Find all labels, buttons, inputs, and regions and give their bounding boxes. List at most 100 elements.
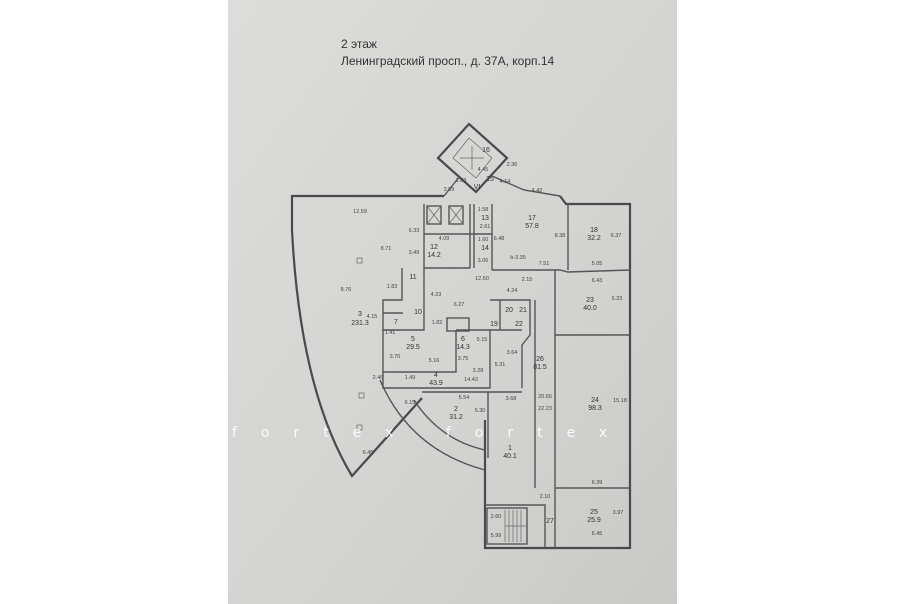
svg-text:2.10: 2.10 <box>540 494 551 500</box>
svg-text:12.59: 12.59 <box>353 209 367 215</box>
svg-text:8.76: 8.76 <box>341 287 352 293</box>
column <box>356 257 363 264</box>
svg-text:81.5: 81.5 <box>533 364 547 371</box>
svg-text:12: 12 <box>430 244 438 251</box>
svg-text:6.37: 6.37 <box>611 233 622 239</box>
svg-text:4: 4 <box>434 372 438 379</box>
svg-text:2.15: 2.15 <box>522 277 533 283</box>
svg-text:1.49: 1.49 <box>405 375 416 381</box>
svg-text:6: 6 <box>461 336 465 343</box>
room-VI: VI <box>474 184 481 191</box>
svg-text:14.43: 14.43 <box>464 377 478 383</box>
room-11: 11 <box>409 274 416 281</box>
column <box>358 392 365 399</box>
svg-text:14.2: 14.2 <box>427 252 441 259</box>
svg-text:6.33: 6.33 <box>409 228 420 234</box>
floor-label: 2 этаж <box>341 37 377 51</box>
svg-text:5.31: 5.31 <box>495 362 506 368</box>
svg-text:31.2: 31.2 <box>449 414 463 421</box>
room-1: 140.1 <box>503 445 517 460</box>
svg-text:6.45: 6.45 <box>363 450 374 456</box>
svg-text:1.58: 1.58 <box>478 207 489 213</box>
svg-text:1.82: 1.82 <box>432 320 443 326</box>
svg-text:6.15: 6.15 <box>405 400 416 406</box>
svg-text:43.9: 43.9 <box>429 380 443 387</box>
svg-text:5.30: 5.30 <box>475 408 486 414</box>
svg-text:4.09: 4.09 <box>439 236 450 242</box>
svg-text:5.99: 5.99 <box>491 533 502 539</box>
svg-text:15.18: 15.18 <box>613 398 627 404</box>
svg-text:3.59: 3.59 <box>444 187 455 193</box>
svg-text:11: 11 <box>409 274 416 281</box>
svg-text:1: 1 <box>508 445 512 452</box>
svg-text:25: 25 <box>590 509 598 516</box>
svg-text:7.51: 7.51 <box>539 261 550 267</box>
room-2: 231.2 <box>449 406 463 421</box>
svg-text:8.38: 8.38 <box>555 233 566 239</box>
room-27: 27 <box>546 518 554 525</box>
svg-text:17: 17 <box>528 215 536 222</box>
svg-text:20.66: 20.66 <box>538 394 552 400</box>
svg-text:5: 5 <box>411 336 415 343</box>
svg-text:18: 18 <box>590 227 598 234</box>
svg-text:2.46: 2.46 <box>373 375 384 381</box>
svg-text:b-3.35: b-3.35 <box>510 255 526 261</box>
svg-text:5.54: 5.54 <box>459 395 470 401</box>
svg-text:3.64: 3.64 <box>507 350 518 356</box>
svg-text:1.60: 1.60 <box>478 237 489 243</box>
svg-text:3.28: 3.28 <box>473 368 484 374</box>
svg-text:8.71: 8.71 <box>381 246 392 252</box>
svg-text:40.0: 40.0 <box>583 305 597 312</box>
svg-text:19: 19 <box>490 321 498 328</box>
svg-text:21: 21 <box>519 307 527 314</box>
svg-text:22.23: 22.23 <box>538 406 552 412</box>
svg-text:VI: VI <box>474 184 481 191</box>
svg-text:13: 13 <box>481 215 489 222</box>
svg-text:1.83: 1.83 <box>387 284 398 290</box>
svg-text:6.43: 6.43 <box>592 278 603 284</box>
svg-text:4.15: 4.15 <box>367 314 378 320</box>
svg-text:29.5: 29.5 <box>406 344 420 351</box>
svg-text:32.2: 32.2 <box>587 235 601 242</box>
outer-walls <box>290 194 632 550</box>
svg-text:3.97: 3.97 <box>613 510 624 516</box>
svg-text:4.14: 4.14 <box>500 179 511 185</box>
svg-text:22: 22 <box>515 321 523 328</box>
room-20: 20 <box>505 307 513 314</box>
svg-text:6.27: 6.27 <box>454 302 465 308</box>
svg-text:10: 10 <box>414 309 422 316</box>
svg-text:23: 23 <box>586 297 594 304</box>
svg-text:5.15: 5.15 <box>477 337 488 343</box>
svg-text:14.3: 14.3 <box>456 344 470 351</box>
paper-sheet <box>228 0 677 604</box>
svg-text:40.1: 40.1 <box>503 453 517 460</box>
svg-text:231.3: 231.3 <box>351 320 369 327</box>
svg-text:6.23: 6.23 <box>612 296 623 302</box>
svg-text:3.70: 3.70 <box>390 354 401 360</box>
svg-text:16: 16 <box>482 147 490 154</box>
room-6: 614.3 <box>456 336 470 351</box>
watermark: fortex fortex <box>232 425 631 441</box>
svg-text:7: 7 <box>394 319 398 326</box>
svg-text:14: 14 <box>481 245 489 252</box>
svg-text:5.16: 5.16 <box>429 358 440 364</box>
svg-text:4.45: 4.45 <box>478 167 489 173</box>
svg-text:26: 26 <box>536 356 544 363</box>
svg-text:98.3: 98.3 <box>588 405 602 412</box>
svg-text:2.61: 2.61 <box>480 224 491 230</box>
svg-text:4.23: 4.23 <box>431 292 442 298</box>
svg-text:57.8: 57.8 <box>525 223 539 230</box>
room-15: 15 <box>486 176 494 183</box>
room-14: 14 <box>481 245 489 252</box>
svg-text:24: 24 <box>591 397 599 404</box>
svg-text:6.45: 6.45 <box>592 531 603 537</box>
svg-text:27: 27 <box>546 518 554 525</box>
